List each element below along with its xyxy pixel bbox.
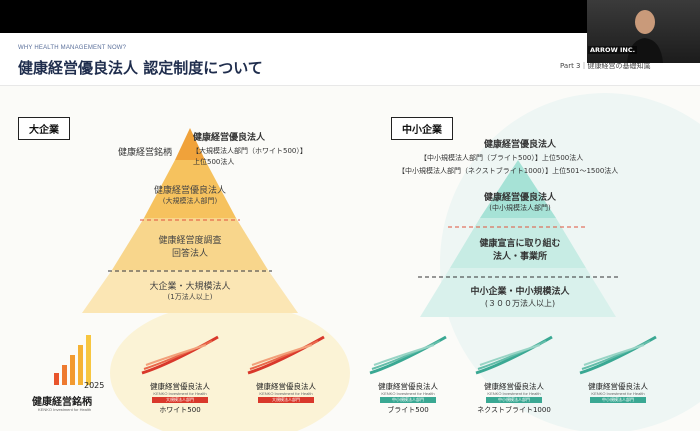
badge-en: KENKO Investment for Health — [153, 391, 207, 396]
badge-bar: 中小規模法人部門 — [380, 397, 436, 403]
badge-bar: 大規模法人部門 — [152, 397, 208, 403]
presenter-avatar — [627, 10, 663, 63]
small-mid-title: 健康経営優良法人 — [483, 193, 556, 203]
wave-logo-icon — [141, 335, 219, 375]
large-enterprise-pyramid — [82, 128, 298, 313]
participant-name-label: ARROW INC. — [588, 46, 638, 54]
badge-en: KENKO Investment for Health — [591, 391, 645, 396]
pyramid-tier-1 — [175, 128, 205, 160]
badge-caption: ブライト500 — [387, 406, 429, 414]
part-label: Part 3｜健康経営の基礎知識 — [560, 62, 651, 70]
large-brand-label: 健康経営銘柄 — [118, 148, 173, 158]
brand-name: 健康経営銘柄 — [32, 397, 92, 408]
badge-caption: ネクストブライト1000 — [477, 406, 551, 414]
badge-caption: ホワイト500 — [159, 406, 201, 414]
wave-logo-icon — [475, 335, 553, 375]
pyramid-tier-2 — [450, 218, 586, 268]
badge-title: 健康経営優良法人 — [256, 382, 316, 391]
wave-logo-icon — [247, 335, 325, 375]
large-survey-sub: 回答法人 — [171, 249, 208, 259]
large-mid-title: 健康経営優良法人 — [153, 186, 226, 196]
badge-bright500: 健康経営優良法人 KENKO Investment for Health 中小規… — [366, 333, 450, 431]
badge-en: KENKO Investment for Health — [259, 391, 313, 396]
badge-en: KENKO Investment for Health — [487, 391, 541, 396]
badge-en: KENKO Investment for Health — [381, 391, 435, 396]
badge-title: 健康経営優良法人 — [150, 382, 210, 391]
pyramid-tier-3 — [420, 268, 616, 317]
small-base-title: 中小企業・中小規模法人 — [470, 287, 570, 297]
screen-top-bar — [0, 0, 700, 33]
small-enterprise-pyramid — [418, 160, 618, 317]
small-top-title: 健康経営優良法人 — [483, 140, 556, 150]
small-base-sub: (３００万法人以上) — [484, 299, 556, 308]
bar-chart-icon — [54, 335, 91, 385]
badge-title: 健康経営優良法人 — [484, 382, 544, 391]
large-survey-title: 健康経営度調査 — [158, 236, 222, 246]
pyramid-tier-1 — [480, 160, 556, 218]
slide-eyebrow: WHY HEALTH MANAGEMENT NOW? — [18, 45, 127, 51]
badge-small-standard: 健康経営優良法人 KENKO Investment for Health 中小規… — [574, 333, 662, 431]
badge-bar: 中小規模法人部門 — [590, 397, 646, 403]
large-mid-sub: (大規模法人部門) — [162, 197, 218, 205]
badge-bar: 中小規模法人部門 — [486, 397, 542, 403]
pyramid-tier-2 — [144, 160, 236, 218]
badge-large-standard: 健康経営優良法人 KENKO Investment for Health 大規模… — [244, 333, 328, 431]
large-top-detail: 【大規模法人部門（ホワイト500）】 — [192, 147, 307, 155]
category-large-enterprise: 大企業 — [18, 117, 70, 140]
slide-title: 健康経営優良法人 認定制度について — [18, 59, 263, 77]
wave-logo-icon — [369, 335, 447, 375]
large-base-sub: (1万法人以上) — [167, 293, 213, 301]
small-decl-title: 健康宣言に取り組む — [479, 239, 561, 249]
small-mid-sub: (中小規模法人部門) — [489, 204, 551, 212]
brand-logo: 2025 健康経営銘柄 KENKO Investment for Health — [32, 333, 104, 423]
large-base-title: 大企業・大規模法人 — [149, 282, 231, 292]
badge-next-bright1000: 健康経営優良法人 KENKO Investment for Health 中小規… — [468, 333, 560, 431]
large-top-title: 健康経営優良法人 — [193, 133, 266, 143]
pyramid-tier-3 — [112, 218, 268, 270]
wave-logo-icon — [579, 335, 657, 375]
small-top-line2: 【中小規模法人部門（ネクストブライト1000）】上位501〜1500法人 — [398, 167, 619, 175]
badge-white500: 健康経営優良法人 KENKO Investment for Health 大規模… — [138, 333, 222, 431]
brand-year: 2025 — [84, 381, 105, 390]
webcam-video-tile[interactable]: ARROW INC. — [587, 0, 700, 63]
pyramid-tier-4 — [82, 270, 298, 313]
small-decl-sub: 法人・事業所 — [492, 252, 547, 262]
category-small-enterprise: 中小企業 — [391, 117, 453, 140]
badge-bar: 大規模法人部門 — [258, 397, 314, 403]
large-top-count: 上位500法人 — [193, 158, 235, 166]
title-divider — [0, 85, 700, 86]
brand-en: KENKO Investment for Health — [38, 407, 92, 412]
presentation-slide: WHY HEALTH MANAGEMENT NOW? 健康経営優良法人 認定制度… — [0, 33, 700, 431]
badge-title: 健康経営優良法人 — [588, 382, 648, 391]
badge-title: 健康経営優良法人 — [378, 382, 438, 391]
small-top-line1: 【中小規模法人部門（ブライト500）】上位500法人 — [420, 154, 584, 162]
